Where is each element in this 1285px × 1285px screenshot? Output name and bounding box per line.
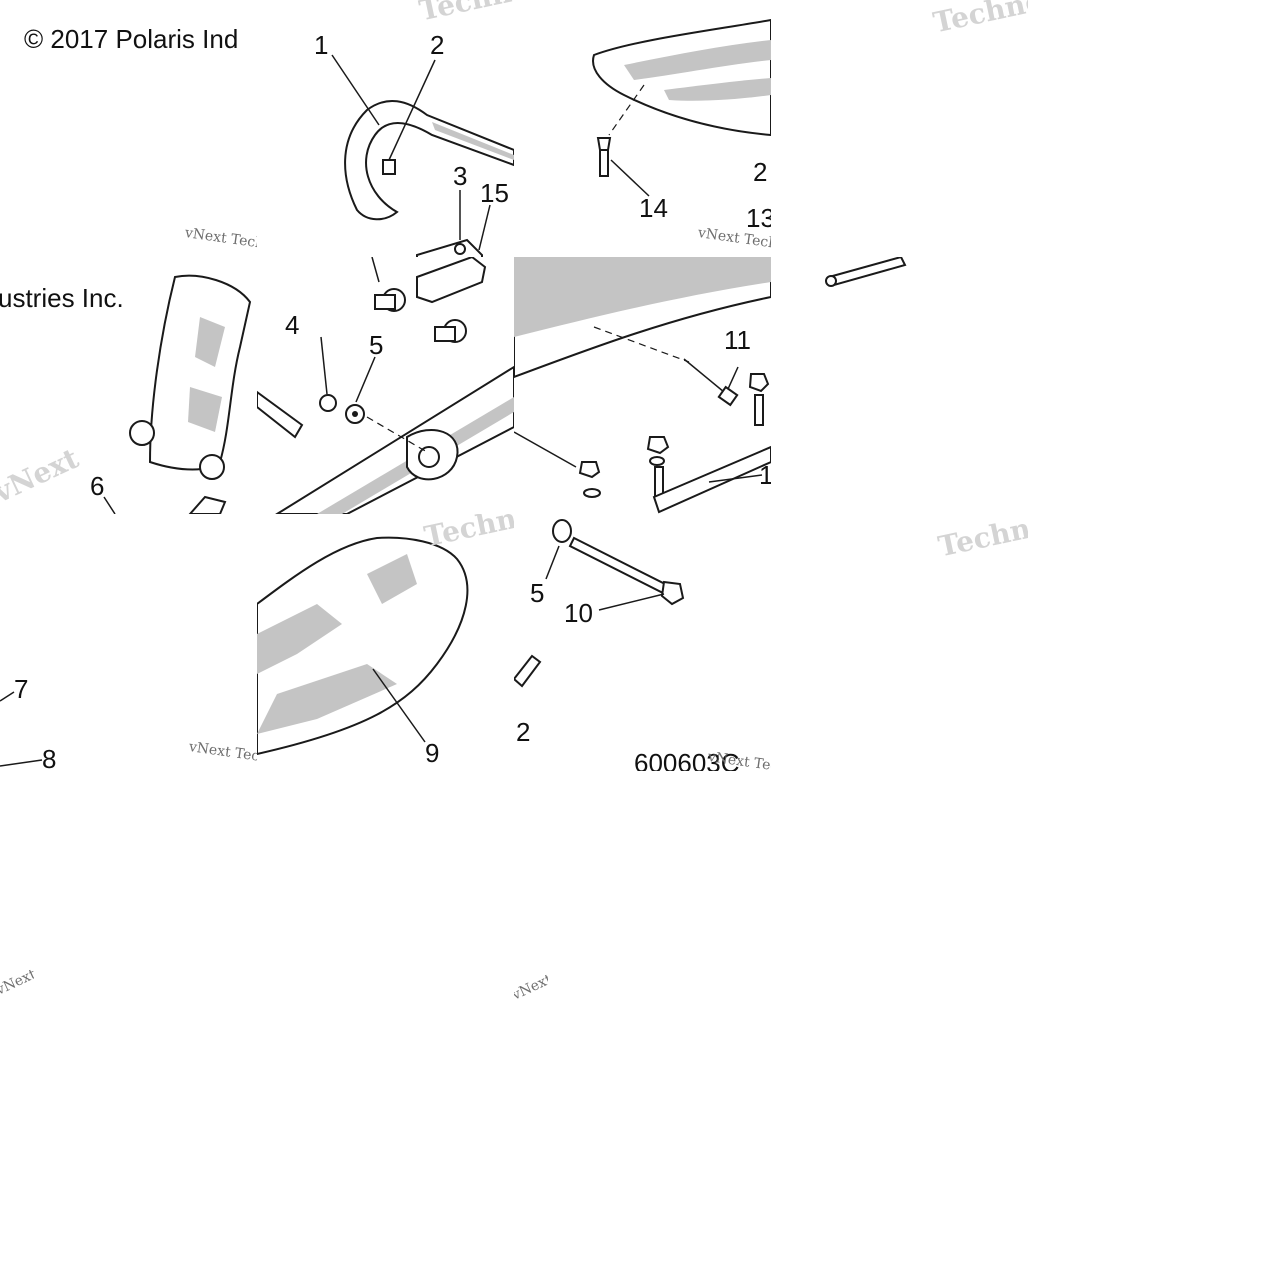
watermark-small: vNext Technologies <box>183 225 257 257</box>
copyright-left: © 2017 Polaris Ind <box>24 24 239 54</box>
callout-9: 9 <box>425 738 440 768</box>
tile-rail-bolt: 11 1 vNext Technologies <box>514 257 771 514</box>
tile-rail-mounts: 4 5 <box>257 257 514 514</box>
callout-2-lower: 2 <box>516 717 531 747</box>
tile-lower-right: Technologies <box>771 514 1028 771</box>
tile-front-arm: ustries Inc. vNext 6 <box>0 257 257 514</box>
tile-rear-bumper: 9 Technologies <box>257 514 514 771</box>
rear-bumper-drawing <box>257 536 469 756</box>
watermark-big-4: Technologies <box>935 514 1028 564</box>
callout-8: 8 <box>42 744 57 771</box>
callout-1: 1 <box>314 30 329 60</box>
tile-bolt-10: 5 10 2 600603C vNext Technologies <box>514 514 771 771</box>
callout-7: 7 <box>14 674 29 704</box>
rail-bolt-drawing <box>514 257 771 514</box>
tile-top-left: © 2017 Polaris Ind vNext Technologies <box>0 0 257 257</box>
watermark-fragment-2: vNext <box>514 971 548 1004</box>
figure-id: 600603C <box>634 748 740 771</box>
watermark-big-2: Technologies <box>930 0 1028 40</box>
tile-bottom-mid-fragment: vNext <box>514 970 548 1030</box>
tile-rod <box>771 257 1028 514</box>
rod-drawing <box>825 257 907 287</box>
callout-4: 4 <box>285 310 300 340</box>
watermark-fragment-1: vNext <box>0 966 34 999</box>
callout-13: 13 <box>746 203 771 233</box>
callout-3: 3 <box>453 161 468 191</box>
callout-5: 5 <box>369 330 384 360</box>
tile-top-right: Technologies <box>771 0 1028 257</box>
callout-2: 2 <box>430 30 445 60</box>
skid-drawing <box>592 18 771 197</box>
callout-2-skid: 2 <box>753 157 768 187</box>
rail-drawing <box>257 257 514 514</box>
tile-skid: 14 2 13 vNext Technologies <box>514 0 771 257</box>
lower-left-leaders <box>0 691 43 767</box>
callout-15: 15 <box>480 178 509 208</box>
callout-11: 11 <box>724 325 751 355</box>
copyright-right: ustries Inc. <box>0 283 124 313</box>
front-arm-drawing <box>103 274 252 514</box>
tile-bottom-left-fragment: vNext <box>0 965 34 1029</box>
callout-14: 14 <box>639 193 668 223</box>
bumper-drawing <box>331 54 514 257</box>
callout-1-rail: 1 <box>759 460 771 490</box>
callout-6: 6 <box>90 471 105 501</box>
callout-5-bolt: 5 <box>530 578 545 608</box>
tile-lower-left: 7 8 vNext Technologies <box>0 514 257 771</box>
callout-10: 10 <box>564 598 593 628</box>
bolt-10-drawing <box>514 519 685 688</box>
tile-bumper: Technologies 1 2 3 15 <box>257 0 514 257</box>
